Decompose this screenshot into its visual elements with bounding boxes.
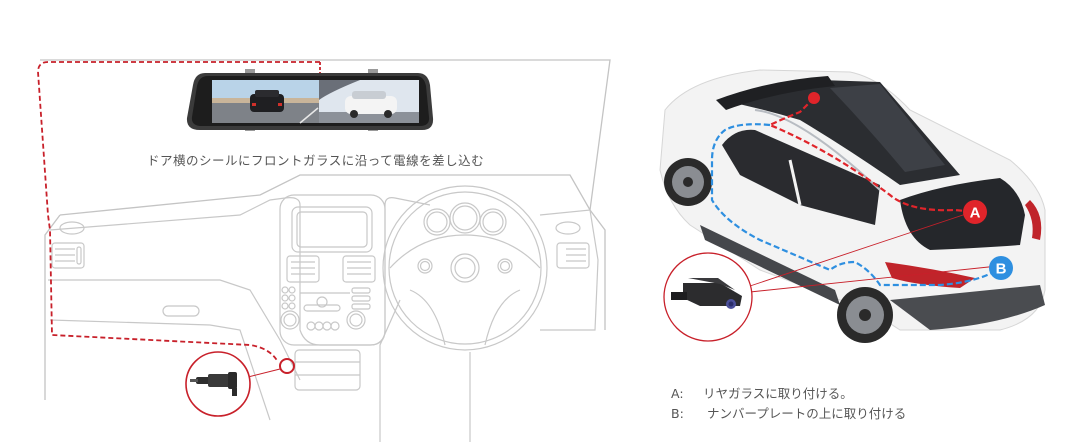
legend-item-b: B: ナンバープレートの上に取り付ける (671, 404, 906, 424)
mirror-dashcam (186, 69, 434, 131)
svg-text:A: A (970, 205, 981, 222)
marker-b: B (989, 256, 1013, 280)
car-charger-icon (190, 372, 237, 396)
wiring-instruction-caption: ドア横のシールにフロントガラスに沿って電線を差し込む (147, 153, 485, 168)
rear-camera-icon (671, 278, 742, 309)
svg-text:B: B (996, 261, 1007, 278)
route-a-red (767, 97, 976, 214)
legend-text: ナンバープレートの上に取り付ける (707, 406, 907, 421)
mount-legend: A: リヤガラスに取り付ける。 B: ナンバープレートの上に取り付ける (671, 384, 906, 424)
dashboard-outline (48, 185, 599, 442)
marker-a: A (963, 200, 987, 224)
legend-text: リヤガラスに取り付ける。 (703, 386, 853, 401)
windshield-outline (40, 59, 611, 400)
legend-key: B: (671, 406, 684, 421)
route-b-blue (710, 123, 1001, 287)
legend-item-a: A: リヤガラスに取り付ける。 (671, 384, 906, 404)
power-cable-route (37, 61, 320, 363)
power-socket (279, 358, 295, 374)
front-mount-dot (808, 92, 820, 104)
suv-illustration (659, 69, 1046, 343)
legend-key: A: (671, 386, 684, 401)
